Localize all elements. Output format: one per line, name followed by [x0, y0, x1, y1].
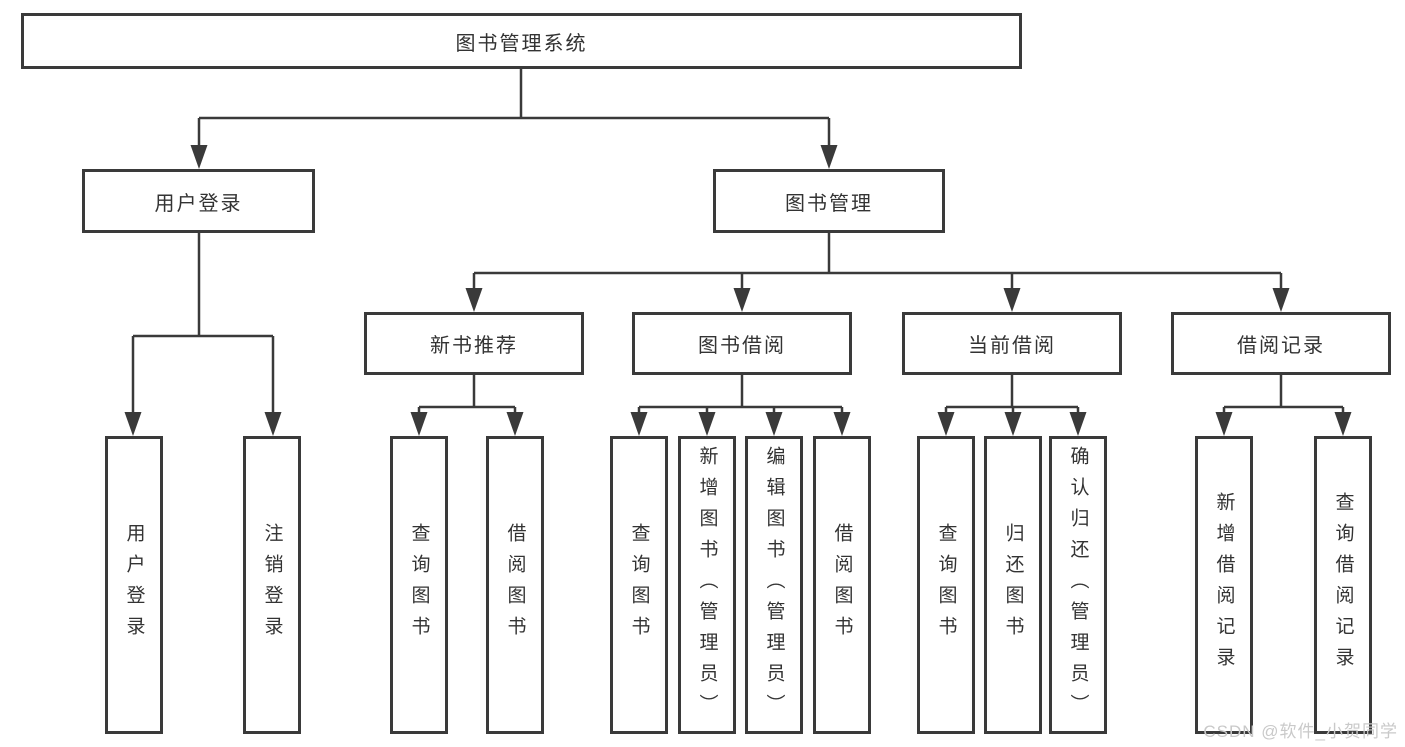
node-label: 确认归还（管理员） [1067, 445, 1089, 725]
node-user-login: 用户登录 [82, 169, 315, 233]
node-leaf-borrow-books: 借阅图书 [813, 436, 871, 734]
node-borrowing-records: 借阅记录 [1171, 312, 1391, 375]
arrow-down-icon [765, 412, 783, 436]
node-leaf-confirm-return-admin: 确认归还（管理员） [1049, 436, 1107, 734]
node-leaf-edit-books-admin: 编辑图书（管理员） [745, 436, 803, 734]
node-label: 当前借阅 [968, 335, 1056, 357]
node-leaf-user-login: 用户登录 [105, 436, 163, 734]
node-leaf-return-books: 归还图书 [984, 436, 1042, 734]
node-current-borrowing: 当前借阅 [902, 312, 1122, 375]
node-label: 用户登录 [154, 192, 243, 215]
arrow-down-icon [820, 145, 838, 169]
node-root-library-system: 图书管理系统 [21, 13, 1022, 69]
node-label: 借阅记录 [1237, 335, 1325, 357]
node-label: 新增借阅记录 [1213, 492, 1235, 678]
node-label: 查询借阅记录 [1332, 492, 1354, 678]
node-label: 图书管理系统 [455, 32, 588, 55]
arrow-down-icon [1334, 412, 1352, 436]
node-label: 图书管理 [785, 192, 873, 215]
arrow-down-icon [733, 288, 751, 312]
edge-bookmgmt-to-level3 [472, 233, 1283, 293]
node-label: 注销登录 [261, 523, 283, 647]
arrow-down-icon [190, 145, 208, 169]
edge-root-to-level2 [197, 69, 831, 150]
arrow-down-icon [465, 288, 483, 312]
node-label: 用户登录 [123, 523, 145, 647]
node-leaf-query-borrow-record: 查询借阅记录 [1314, 436, 1372, 734]
node-label: 查询图书 [628, 523, 650, 647]
node-leaf-query-books-current: 查询图书 [917, 436, 975, 734]
node-book-management: 图书管理 [713, 169, 945, 233]
arrow-down-icon [698, 412, 716, 436]
arrow-down-icon [833, 412, 851, 436]
node-label: 新增图书（管理员） [696, 445, 718, 725]
csdn-watermark: CSDN @软件_小贺同学 [1203, 722, 1398, 741]
arrow-down-icon [1069, 412, 1087, 436]
arrow-down-icon [1215, 412, 1233, 436]
node-label: 借阅图书 [831, 523, 853, 647]
node-label: 新书推荐 [430, 335, 518, 357]
node-leaf-add-borrow-record: 新增借阅记录 [1195, 436, 1253, 734]
arrow-down-icon [264, 412, 282, 436]
node-label: 编辑图书（管理员） [763, 445, 785, 725]
node-leaf-logout: 注销登录 [243, 436, 301, 734]
arrow-down-icon [1003, 288, 1021, 312]
node-leaf-borrow-books-rec: 借阅图书 [486, 436, 544, 734]
node-leaf-query-books-rec: 查询图书 [390, 436, 448, 734]
node-label: 归还图书 [1002, 523, 1024, 647]
node-leaf-add-books-admin: 新增图书（管理员） [678, 436, 736, 734]
arrow-down-icon [410, 412, 428, 436]
arrow-down-icon [937, 412, 955, 436]
edge-newbookrec-to-leaves [417, 374, 517, 415]
arrow-down-icon [630, 412, 648, 436]
node-label: 图书借阅 [698, 335, 786, 357]
node-book-borrowing: 图书借阅 [632, 312, 852, 375]
edge-userlogin-to-leaves [131, 233, 275, 415]
node-leaf-query-books-borrow: 查询图书 [610, 436, 668, 734]
node-label: 查询图书 [408, 523, 430, 647]
arrow-down-icon [124, 412, 142, 436]
arrow-down-icon [1272, 288, 1290, 312]
edge-borrowrecords-to-leaves [1222, 374, 1345, 415]
node-label: 借阅图书 [504, 523, 526, 647]
arrow-down-icon [1004, 412, 1022, 436]
edge-bookborrow-to-leaves [637, 374, 844, 415]
node-label: 查询图书 [935, 523, 957, 647]
edge-currentborrow-to-leaves [944, 374, 1080, 415]
node-new-book-recommendation: 新书推荐 [364, 312, 584, 375]
arrow-down-icon [506, 412, 524, 436]
